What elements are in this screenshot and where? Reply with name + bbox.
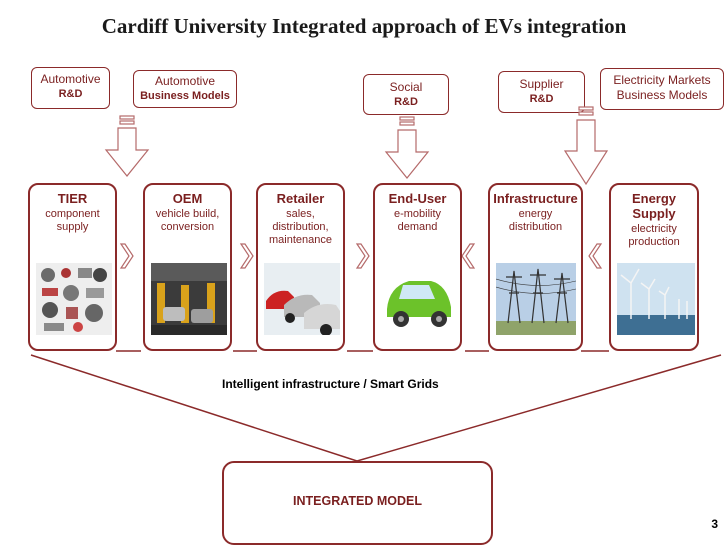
stage-subtitle: vehicle build, conversion <box>155 208 220 233</box>
stage-subtitle: electricity production <box>628 223 680 248</box>
stage-end-user: End-User e-mobility demand <box>373 183 462 351</box>
stage-title: TIER <box>57 191 88 206</box>
stage-title: Infrastructure <box>493 191 578 206</box>
car-dealership-image <box>264 263 340 335</box>
supplier-rd-box: Supplier R&D <box>498 71 585 113</box>
slide-title: Cardiff University Integrated approach o… <box>101 14 627 38</box>
stage-title: Retailer <box>276 191 325 206</box>
automotive-rd-box: Automotive R&D <box>31 67 110 109</box>
stage-subtitle: energy distribution <box>508 208 563 233</box>
components-image <box>36 263 112 335</box>
chevron-2 <box>239 243 254 269</box>
wind-farm-image <box>617 263 695 335</box>
chevron-3 <box>355 243 370 269</box>
social-rd-line2: R&D <box>394 96 418 108</box>
automotive-bm-box: Automotive Business Models <box>133 70 237 108</box>
stage-subtitle: sales, distribution, maintenance <box>269 208 332 246</box>
assembly-line-image <box>151 263 227 335</box>
integrated-model-box: INTEGRATED MODEL <box>222 461 493 545</box>
automotive-bm-line2: Business Models <box>140 90 230 102</box>
stage-infrastructure: Infrastructure energy distribution <box>488 183 583 351</box>
electric-car-image <box>381 263 457 335</box>
stage-tier: TIER component supply <box>28 183 117 351</box>
power-lines-image <box>496 263 576 335</box>
down-arrow-automotive <box>104 115 150 177</box>
stage-energy-supply: Energy Supply electricity production <box>609 183 699 351</box>
stage-oem: OEM vehicle build, conversion <box>143 183 232 351</box>
electricity-bm-box: Electricity Markets Business Models <box>600 68 724 110</box>
stage-subtitle: component supply <box>45 208 100 233</box>
automotive-rd-line2: R&D <box>58 88 83 100</box>
social-rd-line1: Social <box>389 80 423 94</box>
supplier-rd-line2: R&D <box>529 93 554 105</box>
integrated-model-label: INTEGRATED MODEL <box>293 494 422 508</box>
chevron-1 <box>119 243 134 269</box>
stage-subtitle: e-mobility demand <box>393 208 442 233</box>
stage-title: End-User <box>388 191 447 206</box>
page-number: 3 <box>711 517 718 531</box>
automotive-rd-line1: Automotive <box>40 72 101 86</box>
down-arrow-social <box>384 116 430 179</box>
stage-title: Energy Supply <box>631 191 677 221</box>
down-arrow-supplier <box>563 106 609 186</box>
chevron-4 <box>461 243 476 269</box>
stage-title: OEM <box>172 191 203 206</box>
stage-retailer: Retailer sales, distribution, maintenanc… <box>256 183 345 351</box>
supplier-rd-line1: Supplier <box>519 77 564 91</box>
chevron-5 <box>588 243 603 269</box>
social-rd-box: Social R&D <box>363 74 449 115</box>
electricity-bm-line1: Electricity Markets <box>613 73 711 87</box>
smart-grids-caption: Intelligent infrastructure / Smart Grids <box>222 377 439 391</box>
automotive-bm-line1: Automotive <box>154 74 216 88</box>
electricity-bm-line2: Business Models <box>616 88 708 102</box>
